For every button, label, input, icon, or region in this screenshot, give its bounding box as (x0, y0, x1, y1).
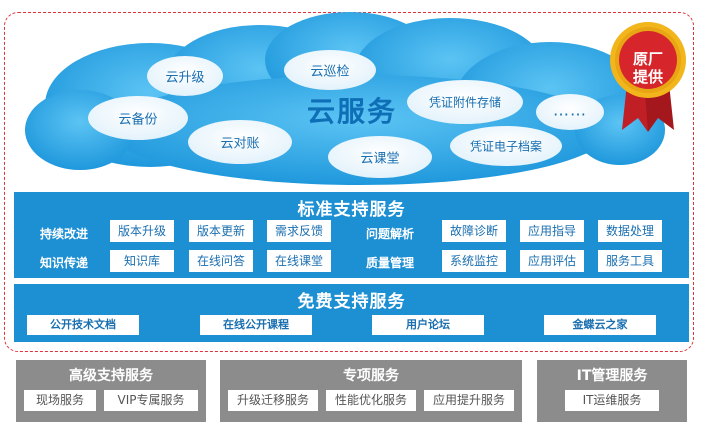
service-item: 应用指导 (520, 220, 584, 242)
cloud-bubble (88, 96, 188, 140)
free-support-title: 免费支持服务 (297, 292, 406, 312)
free-service-item: 在线公开课程 (200, 315, 312, 335)
standard-support-panel: 标准支持服务 持续改进 版本升级 版本更新 需求反馈 问题解析 故障诊断 应用指… (14, 192, 689, 278)
special-service-item: 性能优化服务 (326, 390, 416, 411)
category-label: 问题解析 (366, 227, 415, 241)
badge-line1: 原厂 (632, 50, 663, 68)
cloud-item-backup: 云备份 (118, 112, 158, 128)
advanced-support-title: 高级支持服务 (69, 368, 153, 384)
cloud-item-classroom: 云课堂 (360, 151, 400, 167)
factory-badge-icon (610, 22, 686, 132)
service-item: 服务工具 (598, 250, 662, 272)
special-service-item: 应用提升服务 (424, 390, 514, 411)
service-item: 需求反馈 (267, 220, 331, 242)
cloud-bubble (147, 56, 223, 96)
cloud-bubble (536, 94, 604, 130)
cloud-item-more: …… (553, 100, 587, 120)
badge-label: 原厂 提供 (624, 50, 672, 86)
cloud-bubble (450, 126, 562, 166)
advanced-support-panel: 高级支持服务 现场服务 VIP专属服务 (16, 360, 206, 422)
service-item: 故障诊断 (442, 220, 506, 242)
free-service-item: 金蝶云之家 (544, 315, 656, 335)
free-support-panel: 免费支持服务 公开技术文档 在线公开课程 用户论坛 金蝶云之家 (14, 284, 689, 342)
special-service-panel: 专项服务 升级迁移服务 性能优化服务 应用提升服务 (220, 360, 522, 422)
category-label: 持续改进 (40, 227, 89, 241)
cloud-item-reconcile: 云对账 (220, 136, 260, 152)
cloud-bubble (188, 120, 292, 164)
service-item: 在线问答 (189, 250, 253, 272)
cloud-item-e-archive: 凭证电子档案 (469, 139, 543, 154)
it-management-title: IT管理服务 (576, 368, 648, 384)
it-management-panel: IT管理服务 IT运维服务 (537, 360, 687, 422)
service-item: 应用评估 (520, 250, 584, 272)
service-item: 版本更新 (189, 220, 253, 242)
standard-support-title: 标准支持服务 (297, 200, 406, 220)
free-service-item: 公开技术文档 (27, 315, 139, 335)
cloud-item-voucher-storage: 凭证附件存储 (428, 95, 502, 110)
badge-line2: 提供 (632, 68, 663, 86)
special-service-title: 专项服务 (343, 368, 399, 384)
advanced-service-item: 现场服务 (24, 390, 96, 411)
service-item: 系统监控 (442, 250, 506, 272)
free-service-item: 用户论坛 (372, 315, 484, 335)
service-item: 在线课堂 (267, 250, 331, 272)
cloud-bubble (284, 50, 376, 90)
service-item: 数据处理 (598, 220, 662, 242)
cloud-item-upgrade: 云升级 (165, 70, 205, 86)
service-item: 知识库 (110, 250, 174, 272)
special-service-item: 升级迁移服务 (228, 390, 318, 411)
cloud-item-inspect: 云巡检 (310, 64, 350, 80)
cloud-bubble (328, 136, 432, 178)
it-service-item: IT运维服务 (565, 390, 659, 411)
cloud-main-title: 云服务 (306, 95, 398, 128)
advanced-service-item: VIP专属服务 (104, 390, 198, 411)
service-item: 版本升级 (110, 220, 174, 242)
category-label: 质量管理 (366, 256, 415, 270)
category-label: 知识传递 (40, 256, 89, 270)
cloud-bubble (407, 80, 523, 124)
